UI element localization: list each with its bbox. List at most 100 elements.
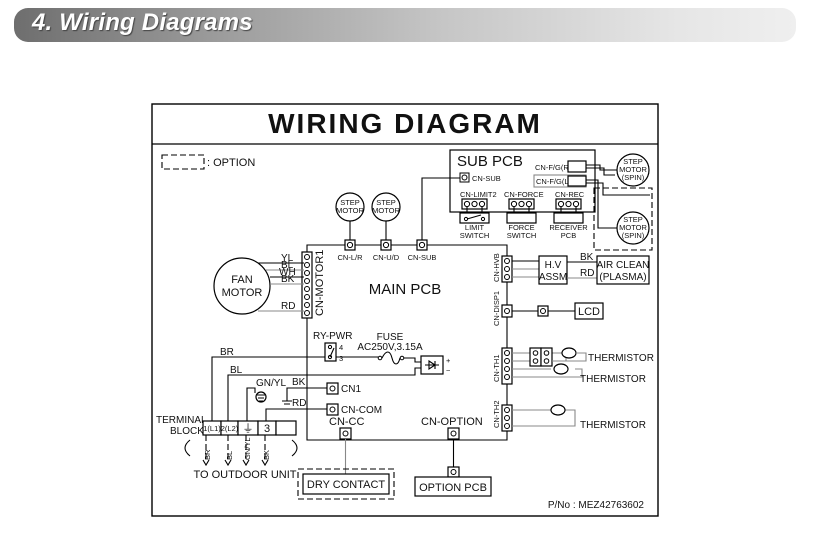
svg-text:H.V: H.V (545, 260, 562, 271)
diagram-title: WIRING DIAGRAM (268, 108, 542, 139)
svg-text:STEP: STEP (623, 215, 643, 224)
wire-gnyl-label: GN/YL (256, 378, 286, 389)
step-motor-ud: STEP MOTOR (371, 192, 401, 222)
thermistor-1-label: THERMISTOR (588, 353, 654, 364)
legend-option-label: : OPTION (207, 157, 255, 169)
cn1-label: CN1 (341, 384, 361, 395)
connector-cn-disp1: CN-DISP1 (492, 291, 513, 326)
wire-rd-label: RD (292, 398, 306, 409)
fuse-rating: AC250V,3.15A (357, 342, 423, 353)
lcd: LCD (574, 302, 604, 320)
svg-text:CN-SUB: CN-SUB (408, 253, 437, 262)
svg-text:(PLASMA): (PLASMA) (599, 272, 646, 283)
air-clean-plasma: AIR CLEAN (PLASMA) (596, 255, 650, 285)
svg-text:DRY CONTACT: DRY CONTACT (307, 479, 386, 491)
section-header-bar (14, 8, 796, 42)
svg-text:BK: BK (262, 450, 271, 460)
relay-label: RY-PWR (313, 331, 352, 342)
connector-cn-lr: CN-L/R (337, 239, 363, 262)
terminal-block-label-2: BLOCK (170, 426, 204, 437)
svg-text:CN-U/D: CN-U/D (373, 253, 400, 262)
svg-text:SWITCH: SWITCH (460, 231, 490, 240)
svg-text:SWITCH: SWITCH (507, 231, 537, 240)
svg-text:BR: BR (203, 449, 212, 460)
cn-rec-label: CN-REC (555, 190, 585, 199)
dry-contact-option-area (297, 468, 395, 500)
connector-cn-hvb: CN-HVB (492, 253, 513, 283)
sub-cn-sub-label: CN-SUB (472, 174, 501, 183)
svg-text:LIMIT: LIMIT (465, 223, 485, 232)
cn-com-label: CN-COM (341, 405, 382, 416)
svg-text:CN-TH1: CN-TH1 (492, 355, 501, 383)
svg-text:MOTOR: MOTOR (222, 287, 263, 299)
legend-option-symbol (161, 154, 205, 170)
wire-wh: WH (279, 267, 296, 278)
cn-cc-label: CN-CC (329, 416, 364, 428)
svg-text:MOTOR: MOTOR (372, 206, 400, 215)
connector-cn-ud: CN-U/D (373, 239, 400, 262)
fan-motor: FAN MOTOR (213, 257, 271, 315)
svg-text:PCB: PCB (561, 231, 576, 240)
limit-switch: LIMIT SWITCH (459, 207, 490, 240)
wire-yl: YL (281, 253, 294, 264)
sub-pcb: SUB PCB CN-SUB CN-F/G(R) CN-F/G(L) CN-LI… (449, 149, 596, 213)
section-title: 4. Wiring Diagrams (32, 9, 253, 36)
svg-text:FAN: FAN (231, 274, 252, 286)
svg-text:−: − (446, 366, 451, 375)
cn-limit2-label: CN-LIMIT2 (460, 190, 497, 199)
connector-cn-sub-main: CN-SUB (408, 239, 437, 262)
svg-text:1(L1): 1(L1) (203, 424, 221, 433)
svg-text:MOTOR: MOTOR (619, 223, 647, 232)
connector-cn-th1: CN-TH1 (492, 347, 513, 385)
wire-bl: BL (281, 260, 294, 271)
cn-fg-r-label: CN-F/G(R) (535, 163, 572, 172)
svg-text:STEP: STEP (376, 198, 396, 207)
svg-text:MOTOR: MOTOR (619, 165, 647, 174)
hv-wire-bk: BK (580, 252, 594, 263)
svg-text:ASSM: ASSM (539, 272, 567, 283)
terminal-block-label-1: TERMINAL (156, 415, 207, 426)
svg-text:4: 4 (339, 343, 343, 352)
cn-force-label: CN-FORCE (504, 190, 544, 199)
svg-text:⏚: ⏚ (243, 422, 254, 435)
svg-text:OPTION PCB: OPTION PCB (419, 482, 487, 494)
svg-text:(SPIN): (SPIN) (622, 231, 645, 240)
svg-text:3: 3 (339, 354, 343, 363)
fuse-label: FUSE (377, 332, 404, 343)
receiver-pcb: RECEIVER PCB (549, 207, 588, 240)
svg-text:(SPIN): (SPIN) (622, 173, 645, 182)
step-motor-spin-2: STEP MOTOR (SPIN) (616, 211, 650, 245)
svg-text:CN-MOTOR1: CN-MOTOR1 (314, 250, 326, 316)
relay-ry-pwr (324, 342, 337, 362)
to-outdoor-unit-label: TO OUTDOOR UNIT (193, 469, 296, 481)
wire-br-label: BR (220, 347, 234, 358)
svg-text:CN-L/R: CN-L/R (337, 253, 363, 262)
wire-bk-label: BK (292, 377, 306, 388)
svg-text:CN-TH2: CN-TH2 (492, 401, 501, 429)
svg-text:+: + (446, 356, 451, 365)
fuse-icon (381, 351, 401, 365)
hv-wire-rd: RD (580, 268, 594, 279)
part-number: P/No : MEZ42763602 (548, 500, 645, 511)
main-pcb-title: MAIN PCB (369, 281, 442, 298)
connector-cn-motor1: CN-MOTOR1 (301, 250, 326, 319)
svg-text:GN/YL: GN/YL (243, 437, 252, 460)
svg-text:STEP: STEP (623, 157, 643, 166)
terminal-block: 1(L1) 2(L2) ⏚ 3 (202, 420, 297, 436)
step-motor-spin-1: STEP MOTOR (SPIN) (616, 153, 650, 187)
cn-fg-l-label: CN-F/G(L) (536, 177, 571, 186)
sub-pcb-title: SUB PCB (457, 153, 523, 170)
svg-text:RECEIVER: RECEIVER (549, 223, 588, 232)
wire-bl-label: BL (230, 365, 243, 376)
svg-text:3: 3 (264, 423, 270, 435)
svg-text:AIR CLEAN: AIR CLEAN (597, 260, 650, 271)
svg-text:2(L2): 2(L2) (221, 424, 239, 433)
svg-text:MOTOR: MOTOR (336, 206, 364, 215)
svg-text:FORCE: FORCE (508, 223, 534, 232)
svg-text:CN-DISP1: CN-DISP1 (492, 291, 501, 326)
wire-bk: BK (281, 274, 295, 285)
connector-cn-th2: CN-TH2 (492, 401, 513, 432)
thermistor-3-label: THERMISTOR (580, 420, 646, 431)
step-motor-lr: STEP MOTOR (335, 192, 365, 222)
